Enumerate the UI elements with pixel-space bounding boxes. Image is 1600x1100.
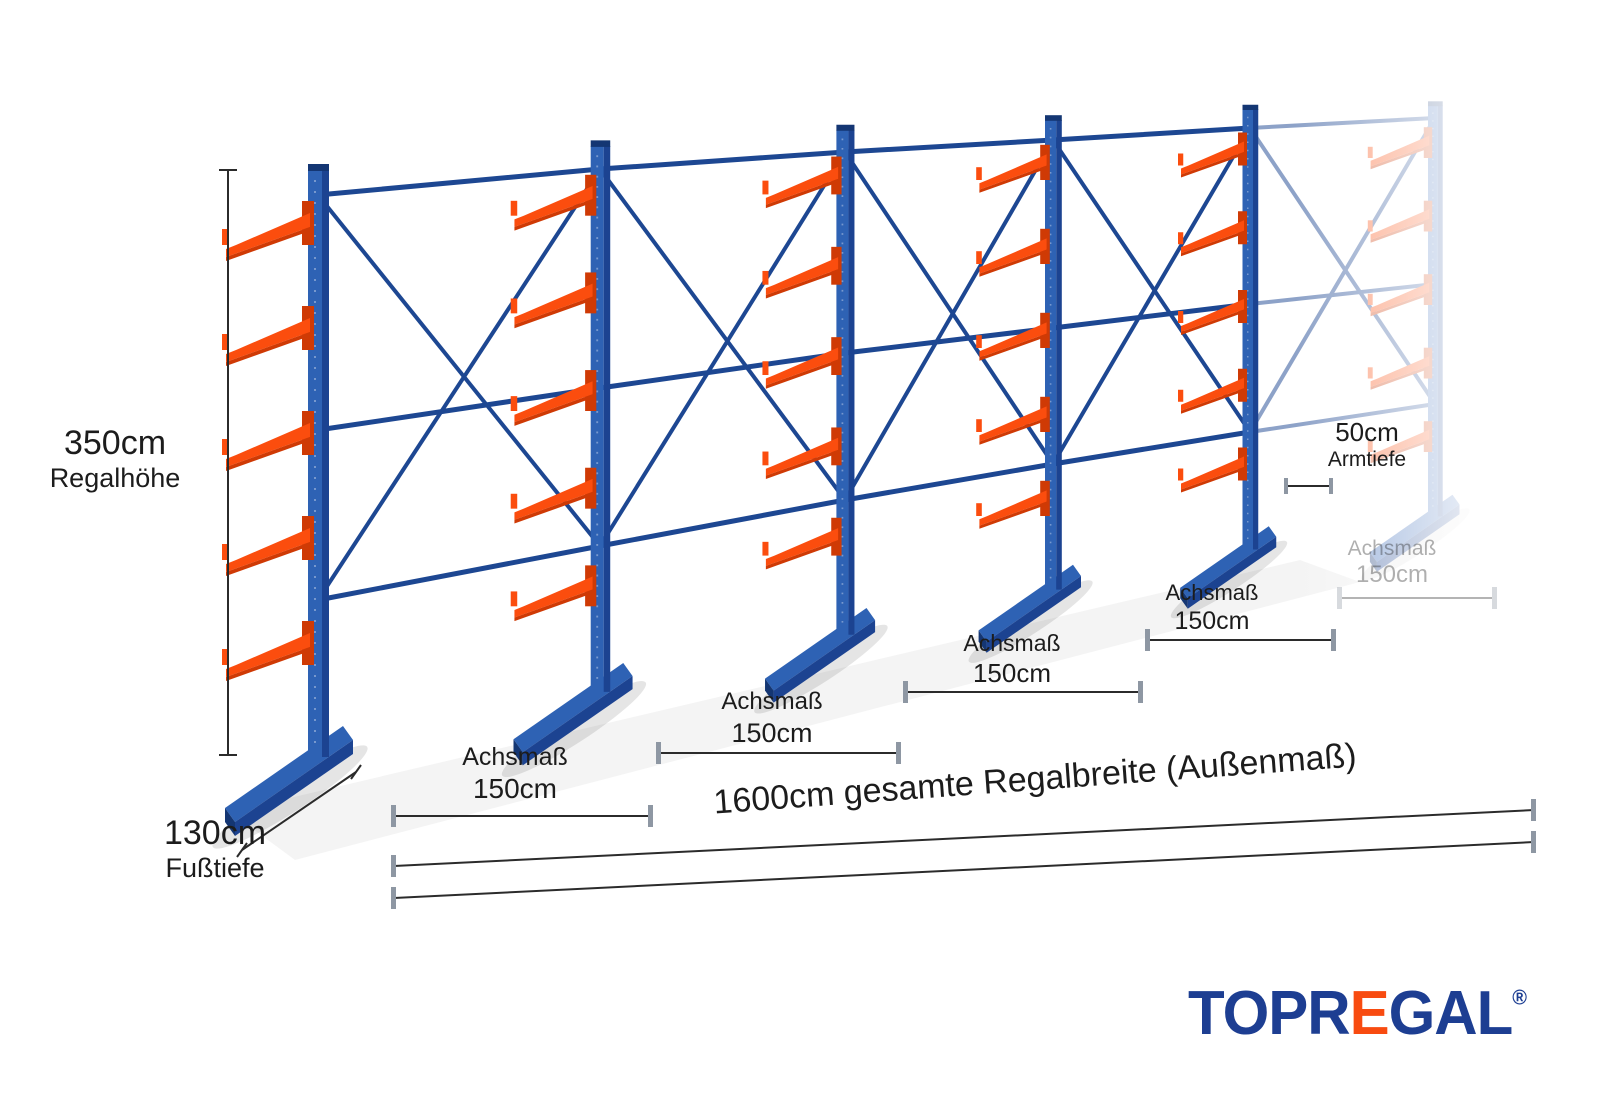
arm-depth-dimension-line xyxy=(1284,478,1333,494)
rack-upright xyxy=(493,139,655,789)
axis-dimension-label-5: Achsmaß 150cm xyxy=(1312,536,1472,590)
axis-caption: Achsmaß xyxy=(1347,537,1437,560)
axis-dimension-label-1: Achsmaß 150cm xyxy=(425,742,605,806)
axis-dimension-line-5-faded xyxy=(1337,587,1497,609)
axis-caption: Achsmaß xyxy=(963,630,1061,656)
arm-depth-dimension-label: 50cm Armtiefe xyxy=(1302,417,1432,472)
foot-depth-dimension-line xyxy=(236,764,362,858)
height-value: 350cm xyxy=(63,424,167,462)
height-caption: Regalhöhe xyxy=(49,463,181,494)
rack-upright xyxy=(961,114,1100,673)
logo-letter-e: E xyxy=(1349,977,1390,1048)
rack-upright xyxy=(746,123,896,724)
logo-text-right: GAL xyxy=(1388,977,1514,1048)
floor-shadow xyxy=(230,560,1360,860)
axis-dimension-line-3 xyxy=(903,681,1143,703)
foot-depth-value: 130cm xyxy=(163,814,267,852)
foot-depth-caption: Fußtiefe xyxy=(165,853,265,884)
axis-dimension-line-4 xyxy=(1145,629,1336,651)
diagonal-braces xyxy=(316,126,1252,602)
height-dimension-line xyxy=(219,169,237,756)
axis-value: 150cm xyxy=(972,657,1052,688)
axis-dimension-label-3: Achsmaß 150cm xyxy=(922,630,1102,689)
foot-depth-dimension-label: 130cm Fußtiefe xyxy=(125,814,305,884)
axis-dimension-line-1 xyxy=(391,805,653,827)
axis-caption: Achsmaß xyxy=(1165,580,1259,605)
axis-dimension-label-4: Achsmaß 150cm xyxy=(1124,580,1300,636)
logo-text-left: TOPR xyxy=(1188,977,1351,1048)
axis-caption: Achsmaß xyxy=(721,688,823,715)
axis-dimension-line-2 xyxy=(656,742,901,764)
axis-value: 150cm xyxy=(731,717,813,748)
axis-value: 150cm xyxy=(472,773,558,804)
arm-depth-caption: Armtiefe xyxy=(1327,447,1407,471)
rack-upright xyxy=(1164,104,1294,628)
axis-value: 150cm xyxy=(1355,561,1429,589)
topregal-logo: TOPREGAL® xyxy=(1188,977,1527,1049)
height-dimension-label: 350cm Regalhöhe xyxy=(25,424,205,494)
arm-depth-value: 50cm xyxy=(1335,417,1399,447)
axis-value: 150cm xyxy=(1174,607,1250,636)
axis-caption: Achsmaß xyxy=(462,743,568,771)
axis-dimension-label-2: Achsmaß 150cm xyxy=(682,688,862,749)
registered-mark: ® xyxy=(1512,987,1528,1010)
total-width-dimension-lines xyxy=(391,799,1536,909)
right-fade-overlay xyxy=(1295,40,1600,690)
